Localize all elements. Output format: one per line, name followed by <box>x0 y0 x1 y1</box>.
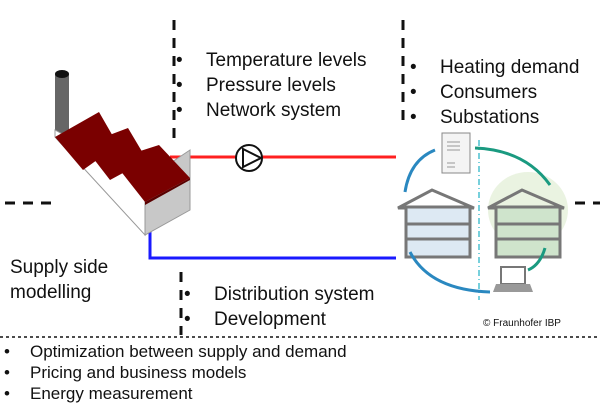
network-list: •Temperature levels •Pressure levels •Ne… <box>176 48 367 123</box>
arrow-icon <box>527 247 547 272</box>
list-item: •Consumers <box>410 82 538 103</box>
supply-label: Supply side modelling <box>10 255 108 305</box>
item-text: Distribution system <box>214 284 375 305</box>
list-item: •Pressure levels <box>176 75 336 96</box>
copyright: © Fraunhofer IBP <box>483 318 561 329</box>
list-item: •Network system <box>176 100 342 121</box>
arrow-icon <box>474 146 552 186</box>
arrow-icon <box>408 251 491 294</box>
item-text: Optimization between supply and demand <box>30 342 347 361</box>
demand-list: •Heating demand •Consumers •Substations <box>410 55 579 130</box>
list-item: •Development <box>184 309 326 330</box>
laptop-icon <box>493 266 533 292</box>
house-model-icon <box>487 172 568 259</box>
item-text: Temperature levels <box>206 50 367 71</box>
item-text: Energy measurement <box>30 384 193 403</box>
arrow-icon <box>403 148 436 193</box>
item-text: Substations <box>440 107 540 128</box>
item-text: Network system <box>206 100 342 121</box>
item-text: Development <box>214 309 326 330</box>
factory-icon <box>54 70 191 237</box>
list-item: •Distribution system <box>184 284 375 305</box>
pump-icon <box>235 144 264 172</box>
list-item: •Heating demand <box>410 57 580 78</box>
overall-list: •Optimization between supply and demand … <box>4 341 347 404</box>
item-text: Consumers <box>440 82 538 103</box>
list-item: •Energy measurement <box>4 384 193 403</box>
house-icon <box>397 188 475 259</box>
distribution-list: •Distribution system •Development <box>184 282 375 332</box>
return-pipe <box>148 232 396 260</box>
building-cycle-icon <box>397 132 568 300</box>
item-text: Heating demand <box>440 57 580 78</box>
list-item: •Optimization between supply and demand <box>4 342 347 361</box>
report-icon <box>441 132 471 174</box>
list-item: •Pricing and business models <box>4 363 247 382</box>
list-item: •Substations <box>410 107 540 128</box>
item-text: Pricing and business models <box>30 363 247 382</box>
supply-label-line1: Supply side <box>10 257 109 278</box>
supply-label-line2: modelling <box>10 282 92 303</box>
item-text: Pressure levels <box>206 75 336 96</box>
list-item: •Temperature levels <box>176 50 367 71</box>
